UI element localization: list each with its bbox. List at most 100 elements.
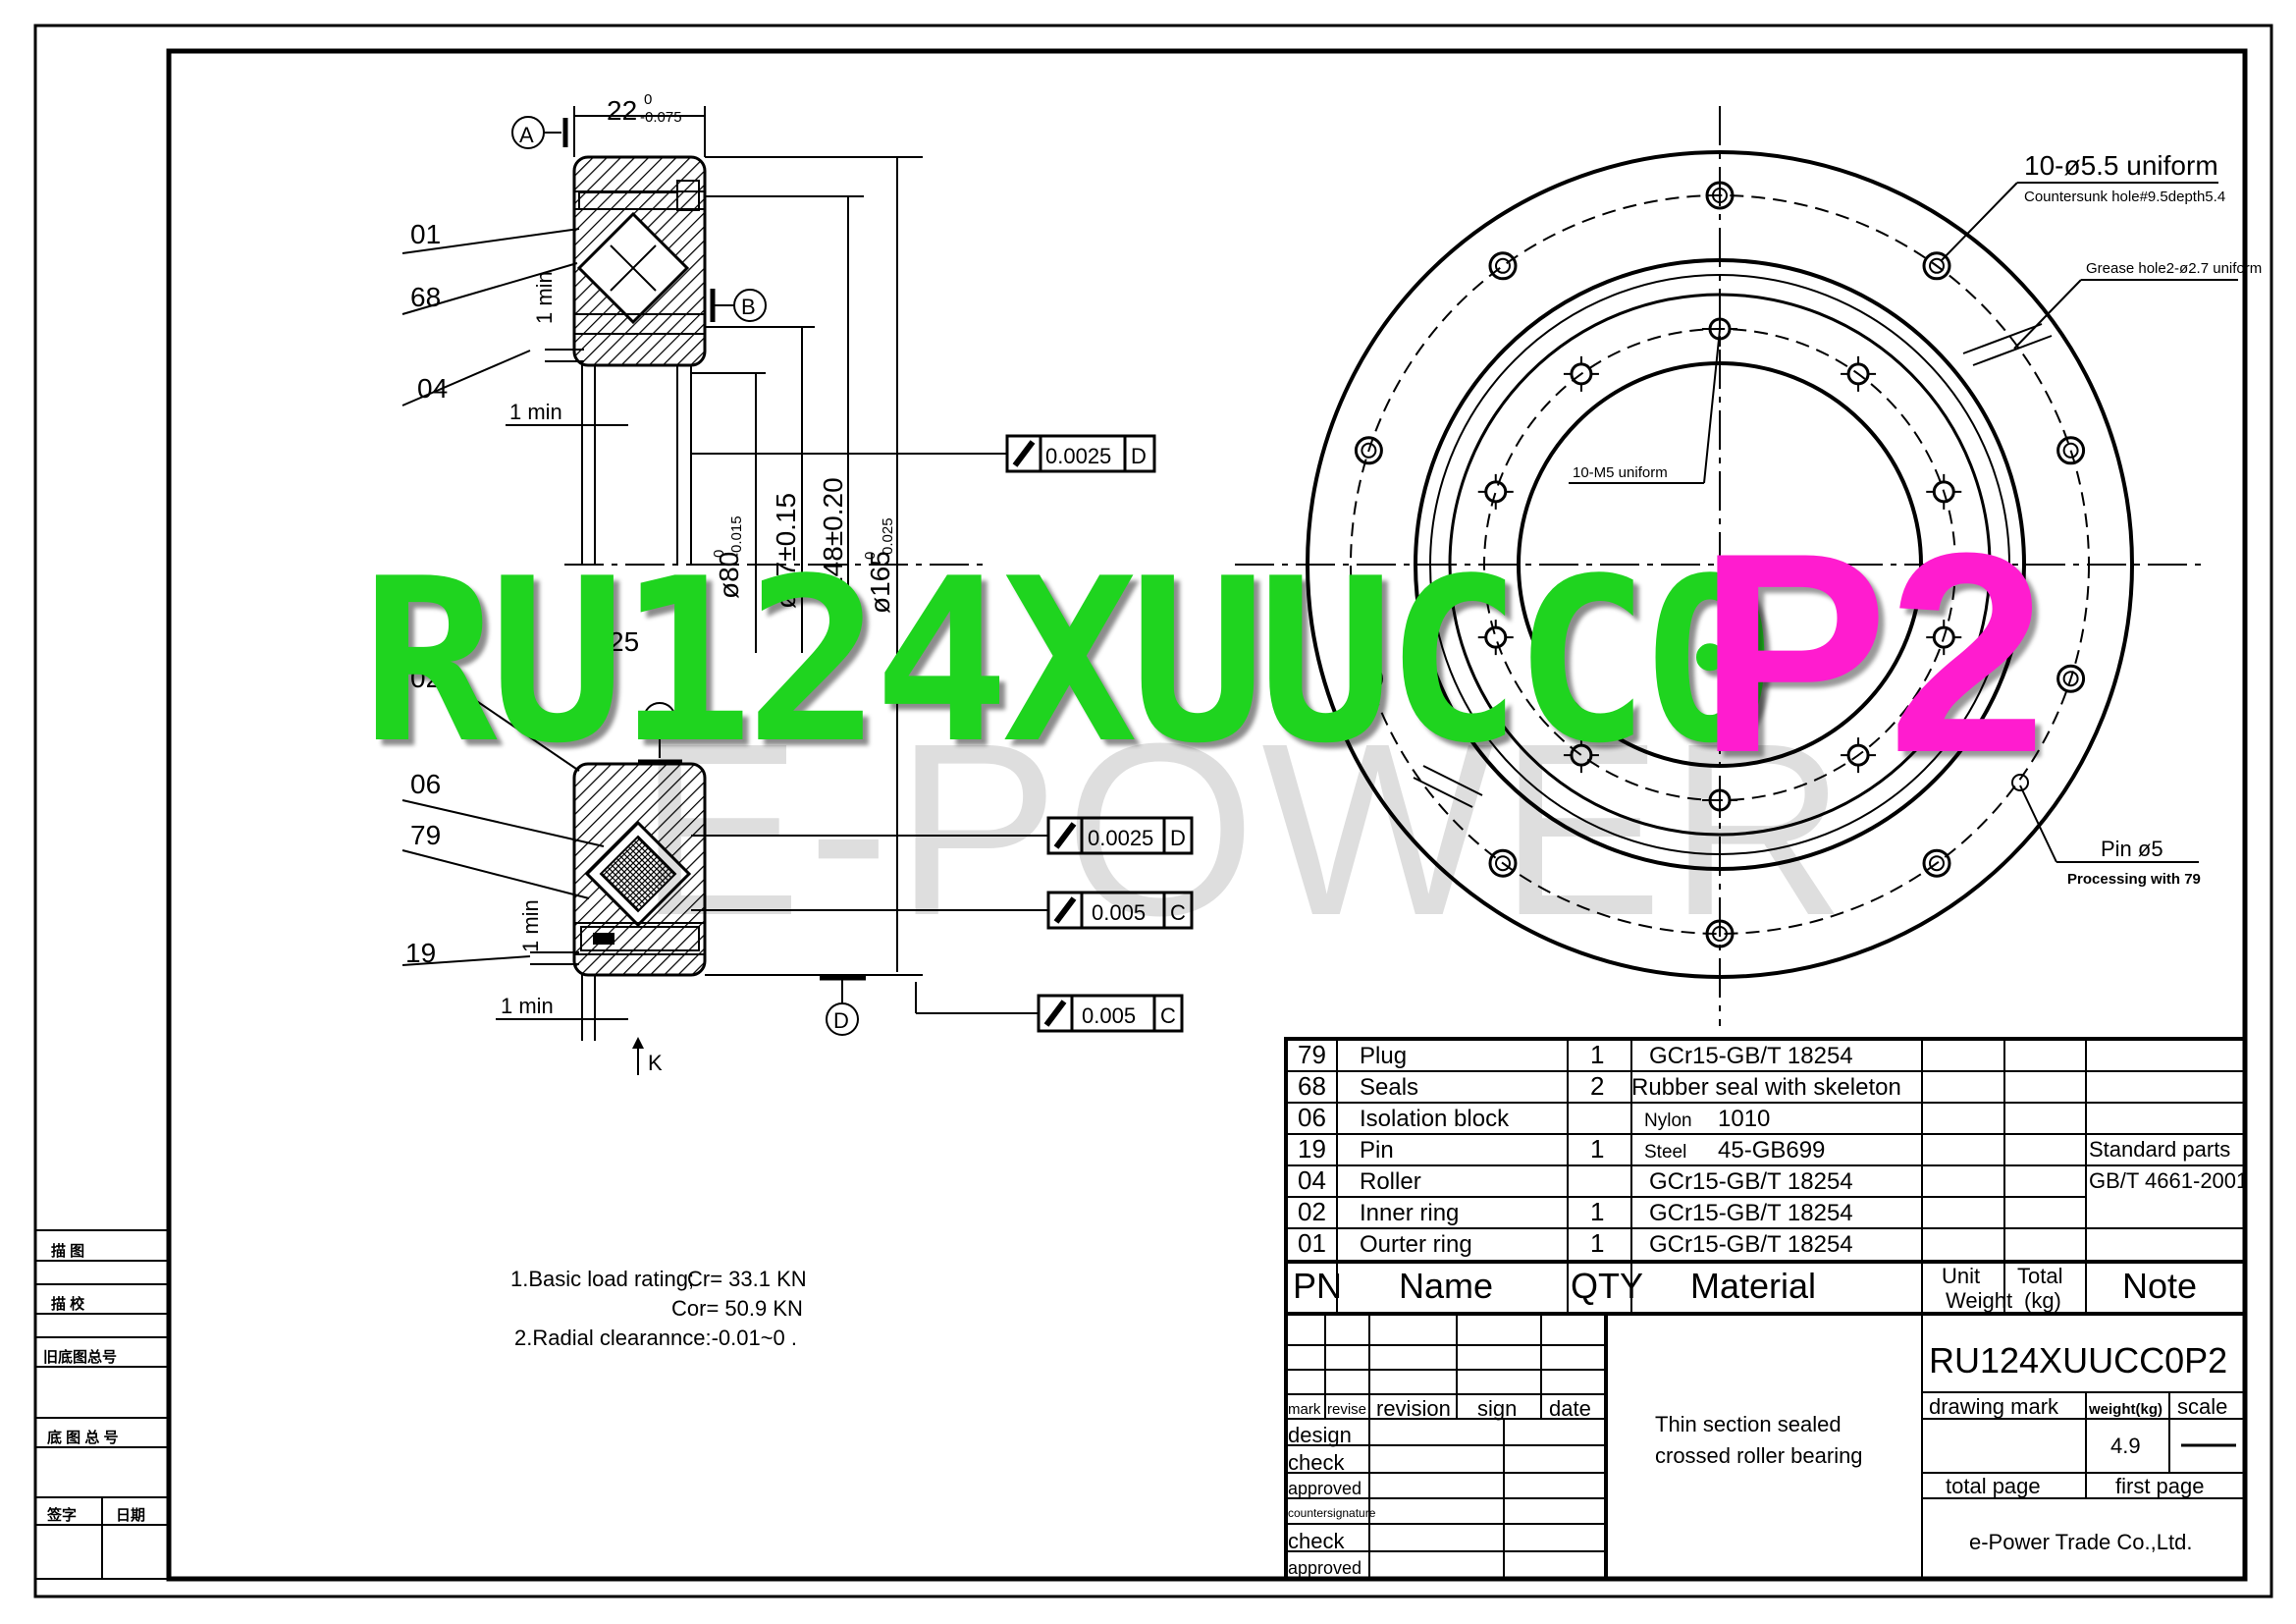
dia-148: ø148±0.20 <box>818 477 848 609</box>
tol-3-value: 0.005 <box>1092 900 1146 925</box>
upper-part-68: 68 <box>410 282 441 312</box>
role-approved-2: approved <box>1288 1558 1362 1578</box>
outer-hole-core <box>1929 257 1946 274</box>
bom-header-kg: (kg) <box>2024 1288 2061 1313</box>
bom-header-pn: PN <box>1293 1266 1342 1306</box>
description-line-1: Thin section sealed <box>1655 1412 1842 1436</box>
bom-row-pn: 04 <box>1298 1165 1326 1195</box>
inner-hole-crosshair <box>1926 620 1962 656</box>
view-k-label: K <box>648 1051 663 1075</box>
lower-width-dim: 25 <box>609 626 639 657</box>
strip-label-check: 描 校 <box>51 1295 85 1313</box>
dia-80-tol-lower: -0.015 <box>728 515 745 558</box>
datum-a-label: A <box>519 123 534 147</box>
bom-header-name: Name <box>1399 1266 1493 1306</box>
tol-4-value: 0.005 <box>1082 1003 1136 1028</box>
weight-value: 4.9 <box>2110 1434 2141 1458</box>
bom-row-pn: 79 <box>1298 1040 1326 1069</box>
rev-header-mark: mark <box>1288 1401 1321 1418</box>
bom-header-note: Note <box>2122 1266 2197 1306</box>
left-record-strip: 描 图 描 校 旧底图总号 底 图 总 号 签字 日期 <box>34 1229 170 1580</box>
bom-header-unit: Unit <box>1942 1264 1980 1288</box>
bom-row-pn: 19 <box>1298 1134 1326 1164</box>
bom-row-material: 1010 <box>1718 1106 1770 1132</box>
bom-row-name: Seals <box>1360 1074 1418 1101</box>
note-load-label: 1.Basic load rating; <box>510 1267 694 1291</box>
tol-2-datum: D <box>1170 826 1186 850</box>
outer-hole <box>1922 848 1951 878</box>
upper-width-dim: 22 <box>607 95 637 126</box>
inner-hole-crosshair <box>1926 473 1962 510</box>
lower-cross-section: 25 C 02 06 79 19 1 min 1 min K <box>401 626 1194 1075</box>
scale-label: scale <box>2177 1394 2227 1419</box>
bom-row-name: Roller <box>1360 1168 1421 1195</box>
role-design: design <box>1288 1423 1352 1447</box>
outer-holes-note: 10-ø5.5 uniform <box>2024 150 2218 181</box>
countersunk-note: Countersunk hole#9.5depth5.4 <box>2024 189 2225 205</box>
bom-header-qty: QTY <box>1571 1266 1643 1306</box>
tol-1-datum: D <box>1131 444 1147 468</box>
strip-label-base-no: 底 图 总 号 <box>47 1429 119 1446</box>
outer-hole-core <box>2062 671 2079 687</box>
dia-80: ø80 <box>714 552 744 599</box>
brand-watermark: E-POWER <box>638 692 1852 966</box>
bom-row-material: GCr15-GB/T 18254 <box>1649 1168 1853 1195</box>
company-name: e-Power Trade Co.,Ltd. <box>1969 1530 2192 1554</box>
model-code-watermark: RU124XUUCC0 <box>361 531 1778 793</box>
datum-d-label: D <box>833 1008 849 1033</box>
role-countersignature: countersignature <box>1288 1506 1376 1520</box>
bom-row-name: Ourter ring <box>1360 1231 1472 1258</box>
outer-hole <box>1922 251 1951 281</box>
dia-97: ø97±0.15 <box>771 493 801 609</box>
lower-part-06: 06 <box>410 769 441 799</box>
dia-165-tol-lower: -0.025 <box>880 517 896 560</box>
note-cr: Cr= 33.1 KN <box>687 1267 807 1291</box>
grease-hole-note: Grease hole2-ø2.7 uniform <box>2086 260 2262 277</box>
bom-header-material: Material <box>1690 1266 1816 1306</box>
pin-processing-note: Processing with 79 <box>2067 871 2201 888</box>
outer-hole-core <box>1361 671 1377 687</box>
bom-row-pn: 02 <box>1298 1197 1326 1226</box>
bom-row-material-type: Steel <box>1644 1142 1686 1163</box>
outer-hole-core <box>1494 855 1511 872</box>
datum-b-label: B <box>741 295 756 319</box>
description-line-2: crossed roller bearing <box>1655 1443 1863 1468</box>
bom-row-pn: 01 <box>1298 1228 1326 1258</box>
strip-label-trace: 描 图 <box>51 1242 84 1260</box>
bom-row-qty: 1 <box>1590 1040 1604 1069</box>
bom-row-material: GCr15-GB/T 18254 <box>1649 1231 1853 1258</box>
lower-part-19: 19 <box>405 938 436 968</box>
note-cor: Cor= 50.9 KN <box>671 1296 803 1321</box>
bom-row-material: 45-GB699 <box>1718 1137 1825 1164</box>
outer-hole-core <box>2062 442 2079 459</box>
upper-min-vertical: 1 min <box>532 271 557 324</box>
rev-header-revision: revision <box>1376 1396 1451 1421</box>
title-block: mark revise revision sign date design ch… <box>1284 1312 2247 1581</box>
bom-header-total: Total <box>2017 1264 2062 1288</box>
dia-165: ø165 <box>865 551 895 614</box>
role-check-2: check <box>1288 1529 1345 1553</box>
outer-hole-core <box>1712 926 1728 942</box>
bom-row-material-type: Nylon <box>1644 1110 1692 1131</box>
inner-hole-crosshair <box>1841 355 1877 392</box>
outer-mounting-holes <box>1354 181 2086 948</box>
outer-hole <box>2056 436 2086 465</box>
datum-c-label: C <box>651 709 667 733</box>
upper-part-04: 04 <box>417 373 448 404</box>
strip-label-date: 日期 <box>116 1506 145 1524</box>
outer-hole <box>1705 181 1735 210</box>
outer-hole-core <box>1929 855 1946 872</box>
outer-hole <box>1705 919 1735 948</box>
inner-hole <box>1484 480 1508 504</box>
tol-4-datum: C <box>1160 1003 1176 1028</box>
tol-3-datum: C <box>1170 900 1186 925</box>
rev-header-revise: revise <box>1327 1401 1366 1418</box>
outer-hole <box>1488 848 1518 878</box>
inner-holes-note: 10-M5 uniform <box>1573 464 1668 481</box>
inner-hole-crosshair <box>1563 355 1599 392</box>
bom-row-pn: 06 <box>1298 1103 1326 1132</box>
upper-width-tol-upper: 0 <box>644 91 652 108</box>
dia-80-tol-upper: 0 <box>711 550 727 558</box>
weight-label: weight(kg) <box>2088 1401 2163 1418</box>
